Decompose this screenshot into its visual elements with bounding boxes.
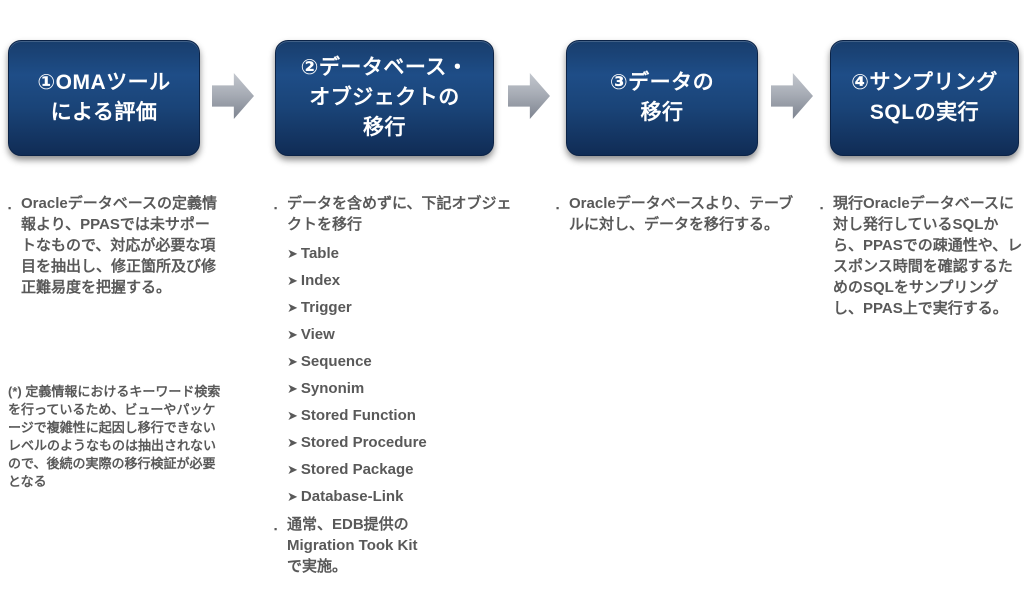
object-list-item: ➤ Sequence [287, 353, 513, 380]
step1-note-text: Oracleデータベースの定義情報より、PPASでは未サポートなもので、対応が必… [21, 195, 217, 296]
arrowhead-bullet-icon: ➤ [287, 246, 298, 261]
arrowhead-bullet-icon: ➤ [287, 489, 298, 504]
arrowhead-bullet-icon: ➤ [287, 273, 298, 288]
object-list-item: ➤ Stored Procedure [287, 434, 513, 461]
step3-note-text: Oracleデータベースより、テーブルに対し、データを移行する。 [569, 195, 794, 233]
square-bullet-icon: ▪ [8, 203, 12, 213]
object-list-item-label: Sequence [300, 353, 372, 370]
object-list-item: ➤ Trigger [287, 299, 513, 326]
object-list-item: ➤ Index [287, 272, 513, 299]
object-list-item-label: View [300, 326, 335, 343]
object-list-item-label: Stored Package [300, 461, 414, 478]
step-box-2: ②データベース・ オブジェクトの 移行 [275, 40, 494, 156]
step4-note: ▪ 現行Oracleデータベースに対し発行しているSQLから、PPASでの疎通性… [820, 193, 1024, 319]
object-list-item: ➤ View [287, 326, 513, 353]
object-list: ➤ Table ➤ Index ➤ Trigger ➤ View ➤ Seque… [287, 245, 513, 515]
square-bullet-icon: ▪ [274, 524, 278, 534]
object-list-item-label: Table [300, 245, 339, 262]
step3-note: ▪ Oracleデータベースより、テーブルに対し、データを移行する。 [556, 193, 798, 235]
object-list-item-label: Trigger [300, 299, 352, 316]
step2-note-text: データを含めずに、下記オブジェクトを移行 [287, 195, 512, 233]
arrowhead-bullet-icon: ➤ [287, 300, 298, 315]
object-list-item-label: Synonim [300, 380, 365, 397]
object-list-item: ➤ Stored Package [287, 461, 513, 488]
right-arrow-icon [508, 73, 550, 119]
right-arrow-icon [771, 73, 813, 119]
right-arrow-icon [212, 73, 254, 119]
step2-note: ▪ データを含めずに、下記オブジェクトを移行 [274, 193, 512, 235]
step-box-4: ④サンプリング SQLの実行 [830, 40, 1019, 156]
step2-tool-note-text: 通常、EDB提供の Migration Took Kit で実施。 [287, 516, 418, 575]
step2-tool-note: ▪ 通常、EDB提供の Migration Took Kit で実施。 [274, 514, 512, 577]
step-box-1: ①OMAツール による評価 [8, 40, 200, 156]
arrowhead-bullet-icon: ➤ [287, 381, 298, 396]
arrowhead-bullet-icon: ➤ [287, 462, 298, 477]
arrowhead-bullet-icon: ➤ [287, 435, 298, 450]
object-list-item: ➤ Stored Function [287, 407, 513, 434]
object-list-item: ➤ Synonim [287, 380, 513, 407]
arrowhead-bullet-icon: ➤ [287, 354, 298, 369]
arrowhead-bullet-icon: ➤ [287, 408, 298, 423]
step-box-3: ③データの 移行 [566, 40, 758, 156]
step4-note-text: 現行Oracleデータベースに対し発行しているSQLから、PPASでの疎通性や、… [833, 195, 1023, 317]
object-list-item-label: Stored Procedure [300, 434, 427, 451]
object-list-item-label: Index [300, 272, 341, 289]
arrowhead-bullet-icon: ➤ [287, 327, 298, 342]
square-bullet-icon: ▪ [274, 203, 278, 213]
square-bullet-icon: ▪ [820, 203, 824, 213]
square-bullet-icon: ▪ [556, 203, 560, 213]
object-list-item: ➤ Database-Link [287, 488, 513, 515]
object-list-item: ➤ Table [287, 245, 513, 272]
step1-footnote: (*) 定義情報におけるキーワード検索を行っているため、ビューやパッケージで複雑… [8, 384, 221, 489]
object-list-item-label: Database-Link [300, 488, 404, 505]
step1-note: ▪ Oracleデータベースの定義情報より、PPASでは未サポートなもので、対応… [8, 193, 224, 298]
object-list-item-label: Stored Function [300, 407, 416, 424]
